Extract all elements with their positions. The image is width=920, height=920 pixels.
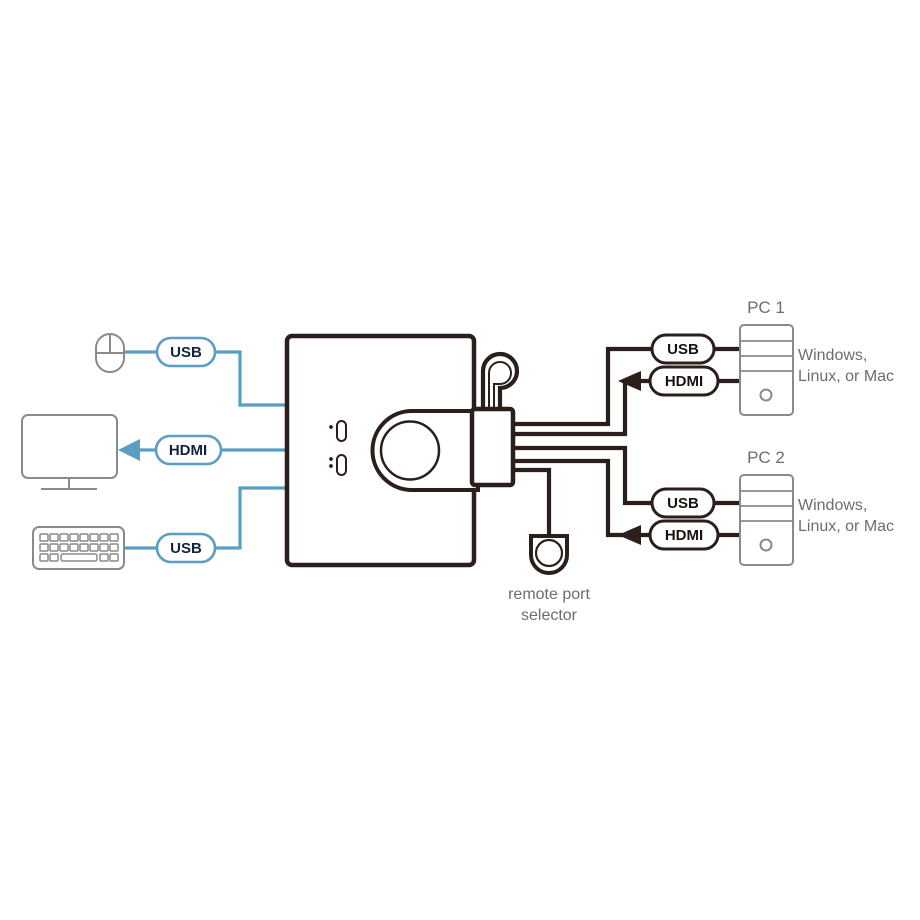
arrowhead-pc2-hdmi	[618, 525, 641, 545]
pc1-power-button[interactable]	[759, 388, 773, 402]
pill-pc1-hdmi[interactable]: HDMI	[648, 365, 720, 397]
pc-lead-cables	[714, 346, 740, 538]
pill-pc2-usb[interactable]: USB	[650, 487, 716, 519]
kvm-led-group	[329, 420, 347, 476]
pc2-tower[interactable]	[739, 474, 794, 566]
pill-usb-mouse-label: USB	[170, 344, 202, 361]
arrowhead-monitor	[118, 439, 140, 461]
pc1-os-line1: Windows,	[798, 347, 867, 364]
pill-pc1-usb-label: USB	[667, 341, 699, 358]
kvm-connector-block	[469, 406, 516, 488]
pc1-drive-bays	[740, 340, 793, 372]
port-select-button[interactable]	[370, 409, 480, 492]
pc2-power-button[interactable]	[759, 538, 773, 552]
pc2-title: PC 2	[747, 448, 785, 467]
cable-loop-icon	[480, 351, 520, 418]
pill-usb-keyboard-label: USB	[170, 540, 202, 557]
remote-port-selector-label-line2: selector	[521, 607, 578, 624]
mouse-icon	[95, 333, 125, 373]
pill-pc2-usb-label: USB	[667, 495, 699, 512]
pill-pc2-hdmi[interactable]: HDMI	[648, 519, 720, 551]
pill-hdmi-monitor-label: HDMI	[169, 442, 207, 459]
cable-pc2-usb	[512, 445, 652, 506]
pc1-os-line2: Linux, or Mac	[798, 368, 894, 385]
port-select-button-ring	[379, 420, 441, 481]
led-dot-2a	[329, 457, 333, 461]
left-connector-pills: USB HDMI USB	[154, 336, 223, 564]
keyboard-icon	[32, 526, 125, 570]
pc2-drive-bays	[740, 490, 793, 522]
cable-usb-to-switch-top	[215, 350, 287, 407]
cable-loop-inner	[488, 360, 513, 414]
pc1-title: PC 1	[747, 298, 785, 317]
pc2-os-line2: Linux, or Mac	[798, 518, 894, 535]
right-connector-pills: USB HDMI USB HDMI	[648, 333, 720, 551]
led-dot-1a	[329, 425, 333, 429]
pill-pc1-usb[interactable]: USB	[650, 333, 716, 365]
pill-usb-keyboard[interactable]: USB	[155, 532, 217, 564]
remote-port-selector-label-line1: remote port	[508, 586, 590, 603]
led-indicator-2	[336, 454, 347, 476]
led-indicator-1	[336, 420, 347, 442]
pill-hdmi-monitor[interactable]: HDMI	[154, 434, 223, 466]
kvm-switch[interactable]	[284, 333, 480, 568]
cable-loop-outer	[480, 351, 520, 418]
pc1-tower[interactable]	[739, 324, 794, 416]
cable-usb-to-switch-bottom	[215, 486, 287, 550]
pc2-os-line1: Windows,	[798, 497, 867, 514]
pill-pc2-hdmi-label: HDMI	[665, 527, 703, 544]
cable-pc1-usb	[512, 346, 652, 427]
remote-port-selector[interactable]	[529, 534, 569, 575]
led-dot-2b	[329, 464, 333, 468]
monitor-icon	[21, 414, 118, 490]
remote-port-selector-button[interactable]	[534, 538, 564, 568]
arrowhead-pc1-hdmi	[618, 371, 641, 391]
pill-pc1-hdmi-label: HDMI	[665, 373, 703, 390]
pill-usb-mouse[interactable]: USB	[155, 336, 217, 368]
